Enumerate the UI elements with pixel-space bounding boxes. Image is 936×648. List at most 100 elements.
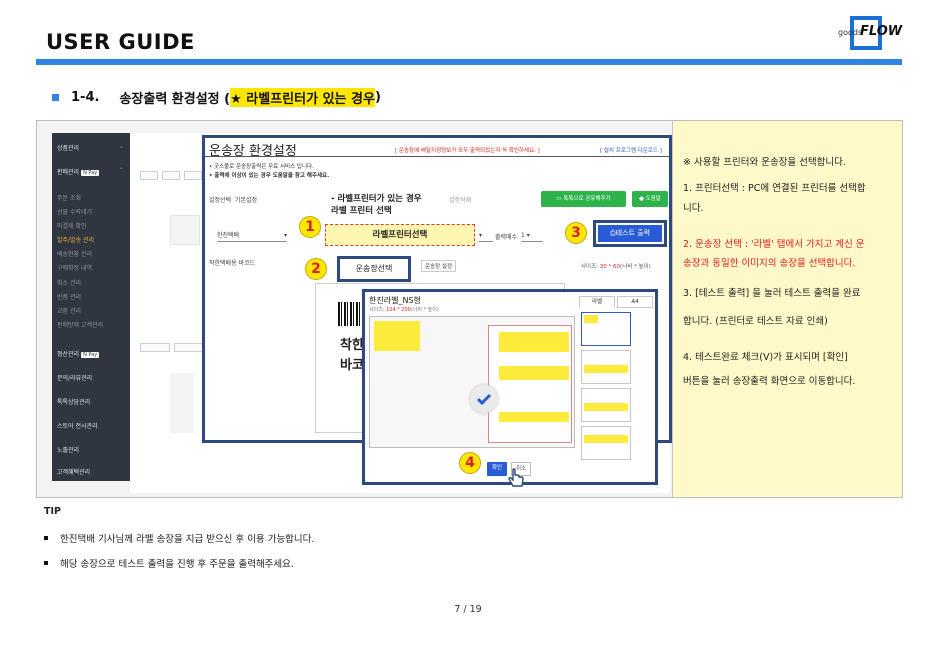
tip-item: 한진택배 기사님께 라벨 송장을 지급 받으신 후 이용 가능합니다. bbox=[44, 531, 314, 545]
sidebar-subitem[interactable]: 선물 수락대기 bbox=[57, 209, 93, 216]
logo-text-small: goods bbox=[838, 28, 863, 37]
size-readout: 사이즈: 30 * 60(너비 * 높이) bbox=[581, 264, 651, 270]
printer-icon: ⎙ bbox=[609, 229, 616, 237]
bg-table bbox=[170, 215, 200, 245]
tip-item: 해당 송장으로 테스트 출력을 진행 후 주문을 출력해주세요. bbox=[44, 556, 294, 570]
sidebar-subitem[interactable]: 주문 조회 bbox=[57, 195, 81, 202]
template-thumb[interactable] bbox=[581, 388, 631, 422]
copies-label: 출력매수 bbox=[495, 234, 518, 241]
chevron-down-icon: ⌄ bbox=[118, 143, 124, 150]
chevron-up-icon: ⌃ bbox=[118, 167, 124, 174]
info-icon: ● bbox=[639, 196, 646, 202]
bg-button bbox=[162, 171, 180, 180]
bg-button bbox=[140, 171, 158, 180]
sidebar-subitem[interactable]: 구매확정 내역 bbox=[57, 265, 93, 272]
template-title: 한진라벨_NS형 bbox=[369, 296, 421, 305]
callout-line: 라벨 프린터 선택 bbox=[331, 206, 392, 216]
sidebar-item-exposure[interactable]: 노출관리 bbox=[57, 447, 80, 454]
highlight-block bbox=[499, 332, 569, 352]
delete-setting-link[interactable]: 설정삭제 bbox=[449, 197, 472, 204]
sidebar-subitem[interactable]: 취소 관리 bbox=[57, 280, 81, 287]
preview-text: 바코 bbox=[340, 358, 364, 373]
copies-select[interactable]: 1 ▾ bbox=[521, 230, 543, 242]
instruction-panel: ※ 사용할 프린터와 운송장을 선택합니다. 1. 프린터선택 : PC에 연결… bbox=[672, 121, 902, 497]
help-button[interactable]: ● 도움말 bbox=[632, 191, 668, 207]
test-complete-check-icon bbox=[470, 385, 498, 413]
test-print-button[interactable]: ⎙테스트 출력 bbox=[598, 225, 662, 242]
cancel-button[interactable]: 취소 bbox=[511, 462, 531, 476]
tab-label[interactable]: 라벨 bbox=[579, 296, 615, 308]
instruction-line: 1. 프린터선택 : PC에 연결된 프린터를 선택합 bbox=[683, 183, 866, 194]
page-header-title: USER GUIDE bbox=[46, 30, 195, 54]
tab-a4[interactable]: A4 bbox=[617, 296, 653, 308]
instruction-line: 합니다. (프린터로 테스트 자료 인쇄) bbox=[683, 316, 828, 327]
highlight-block bbox=[499, 366, 569, 380]
sidebar-subitem[interactable]: 반품 관리 bbox=[57, 294, 81, 301]
preview-text: 착한 bbox=[340, 338, 364, 353]
header-divider bbox=[36, 59, 902, 65]
sidebar-item-inquiry[interactable]: 문의/리뷰관리 bbox=[57, 375, 93, 382]
template-canvas bbox=[369, 316, 575, 448]
label-sheet-preview bbox=[488, 325, 572, 443]
dialog-red-notice: [ 운송장에 배달지정정보가 모두 출력되었는지 꼭 확인하세요. ] bbox=[395, 148, 540, 154]
label-setting-button[interactable]: 운송장 설정 bbox=[421, 260, 457, 272]
install-program-link[interactable]: [ 설치 프로그램 다운로드 ] bbox=[600, 148, 662, 154]
instruction-line: 3. [테스트 출력] 을 눌러 테스트 출력을 완료 bbox=[683, 288, 861, 299]
caret-down-icon: ▾ bbox=[526, 232, 530, 239]
chat-icon: ▭ bbox=[556, 196, 564, 202]
section-title-highlight: ★ 라벨프린터가 있는 경우 bbox=[230, 87, 375, 107]
tip-title: TIP bbox=[44, 506, 61, 517]
caret-down-icon: ▾ bbox=[283, 232, 287, 239]
printer-callout: - 라벨프린터가 있는 경우 라벨 프린터 선택 bbox=[331, 193, 422, 217]
sidebar-subitem[interactable]: 미결제 확인 bbox=[57, 223, 87, 230]
share-talktalk-button[interactable]: ▭ 톡톡으로 공유해주기 bbox=[541, 191, 626, 207]
instruction-line: 니다. bbox=[683, 203, 704, 214]
bg-table bbox=[170, 373, 194, 433]
section-title-prefix: 송장출력 환경설정 ( bbox=[119, 91, 231, 107]
callout-line: - 라벨프린터가 있는 경우 bbox=[331, 194, 422, 204]
sidebar-item-talktalk[interactable]: 톡톡상담관리 bbox=[57, 399, 91, 406]
dialog-title: 운송장 환경설정 bbox=[209, 144, 297, 159]
sidebar-item-products[interactable]: 상품관리 bbox=[57, 145, 80, 152]
sidebar-subitem[interactable]: 배송현황 관리 bbox=[57, 251, 93, 258]
template-thumb[interactable] bbox=[581, 312, 631, 346]
template-size: 사이즈: 104 * 200(너비 * 높이) bbox=[369, 307, 439, 313]
sidebar-subitem[interactable]: 교환 관리 bbox=[57, 308, 81, 315]
logo-square-icon bbox=[850, 16, 882, 50]
caret-down-icon[interactable]: ▾ bbox=[479, 230, 493, 242]
test-print-button-highlight[interactable]: ⎙테스트 출력 bbox=[593, 220, 667, 247]
setting-value[interactable]: 기본설정 bbox=[235, 197, 258, 204]
section-number: 1-4. bbox=[71, 89, 100, 105]
select-label-button[interactable]: 운송장선택 bbox=[337, 256, 411, 282]
sidebar-item-store-display[interactable]: 스토어 전시관리 bbox=[57, 423, 98, 430]
step-badge-3: 3 bbox=[565, 222, 587, 244]
npay-badge: N Pay bbox=[81, 170, 100, 176]
carrier-select[interactable]: 한진택배▾ bbox=[217, 230, 287, 242]
setting-label: 설정선택 bbox=[209, 197, 232, 204]
bg-button bbox=[140, 343, 170, 352]
instruction-line: 4. 테스트완료 체크(V)가 표시되며 [확인] bbox=[683, 352, 848, 363]
barcode-label: 착한택배용 바코드 bbox=[209, 260, 256, 267]
square-bullet-icon bbox=[44, 561, 48, 565]
square-bullet-icon bbox=[52, 93, 59, 101]
confirm-button[interactable]: 확인 bbox=[487, 462, 507, 476]
sidebar-item-benefits[interactable]: 고객혜택관리 bbox=[57, 469, 91, 476]
bg-button bbox=[174, 343, 204, 352]
instruction-line: ※ 사용할 프린터와 운송장을 선택합니다. bbox=[683, 157, 846, 168]
template-thumbnails bbox=[581, 312, 633, 462]
npay-badge: N Pay bbox=[81, 352, 100, 358]
instruction-line: 송장과 동일한 이미지의 송장을 선택합니다. bbox=[683, 258, 856, 269]
square-bullet-icon bbox=[44, 536, 48, 540]
sidebar-subitem[interactable]: 판매방해 고객관리 bbox=[57, 322, 104, 329]
label-printer-select[interactable]: 라벨프린터선택 bbox=[325, 224, 475, 246]
dialog-divider bbox=[205, 156, 669, 157]
template-thumb[interactable] bbox=[581, 426, 631, 460]
sidebar-subitem-active[interactable]: 발주/발송 관리 bbox=[57, 237, 95, 244]
template-thumb[interactable] bbox=[581, 350, 631, 384]
dialog-note: • 굿스플로 운송장출력은 무료 서비스 입니다. bbox=[209, 164, 314, 170]
step-badge-1: 1 bbox=[299, 216, 321, 238]
